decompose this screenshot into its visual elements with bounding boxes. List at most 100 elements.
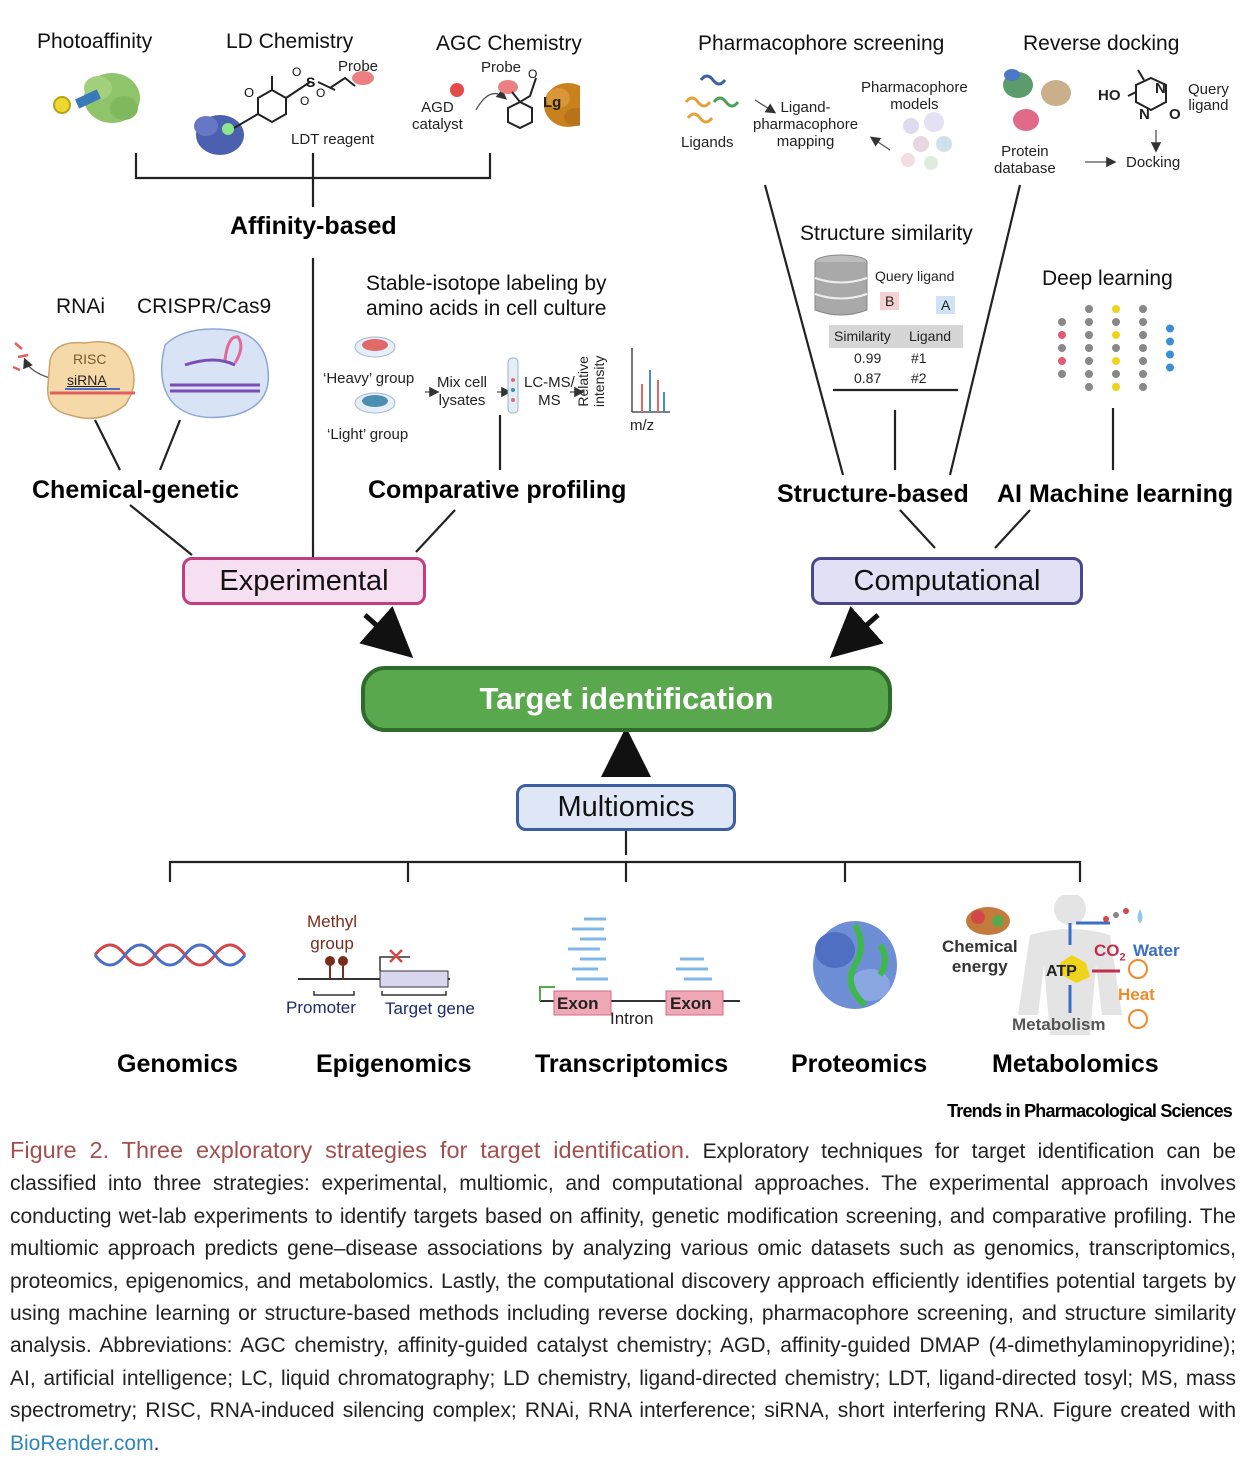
structure-based-label: Structure-based xyxy=(777,480,969,508)
table-cell: #1 xyxy=(911,350,927,366)
risc-label: RISC xyxy=(73,351,107,367)
network-node xyxy=(1139,357,1147,365)
metabolism-label: Metabolism xyxy=(1012,1015,1106,1034)
network-node xyxy=(1139,318,1147,326)
agc-chemistry-label: AGC Chemistry xyxy=(436,32,582,55)
ai-machine-learning-label: AI Machine learning xyxy=(997,480,1234,508)
agd-catalyst-label: AGD catalyst xyxy=(412,99,463,133)
dna-helix-icon xyxy=(93,943,247,967)
photoaffinity-protein-icon xyxy=(53,73,140,123)
network-node xyxy=(1112,331,1120,339)
metabolomics-label: Metabolomics xyxy=(992,1050,1159,1078)
chemical-genetic-illustrations xyxy=(12,328,270,420)
silac-illustration xyxy=(354,336,670,414)
epigenome-icon xyxy=(298,949,450,996)
ld-probe-label: Probe xyxy=(338,58,379,75)
a-label: A xyxy=(936,296,956,314)
network-node xyxy=(1139,344,1147,352)
neural-network-icon xyxy=(1058,305,1174,391)
proteomics-label: Proteomics xyxy=(791,1050,928,1078)
query-ligand-label: Query ligand xyxy=(875,268,955,284)
computational-top-illustrations xyxy=(684,69,1167,170)
network-node xyxy=(1058,357,1066,365)
network-node xyxy=(1166,324,1174,333)
chemical-energy-label: Chemical energy xyxy=(942,937,1018,976)
sirna-label: siRNA xyxy=(67,372,107,388)
ligand-mapping-label: Ligand- pharmacophore mapping xyxy=(753,99,859,150)
affinity-illustrations: O S O O O O xyxy=(53,65,580,155)
co2-label: CO2 xyxy=(1094,941,1126,964)
deep-learning-label: Deep learning xyxy=(1042,267,1173,290)
heat-label: Heat xyxy=(1118,985,1155,1004)
ld-chemistry-label: LD Chemistry xyxy=(226,30,354,53)
biorender-link[interactable]: BioRender.com xyxy=(10,1431,154,1455)
caption-body: Exploratory techniques for target identi… xyxy=(10,1140,1236,1423)
pharmacophore-models-label: Pharmacophore models xyxy=(861,79,968,113)
agc-probe-label: Probe xyxy=(481,59,522,76)
silac-title: Stable-isotope labeling by amino acids i… xyxy=(366,272,607,320)
crispr-cas9-icon xyxy=(160,328,270,419)
protein-database-icon xyxy=(1003,69,1071,131)
lcms-label: LC-MS/ MS xyxy=(524,374,575,409)
n1-label: N xyxy=(1155,80,1166,97)
network-node xyxy=(1058,344,1066,352)
n2-label: N xyxy=(1139,106,1150,123)
network-node xyxy=(1166,337,1174,346)
epigenomics-label: Epigenomics xyxy=(316,1050,472,1078)
network-node xyxy=(1085,383,1093,391)
transcript-icon xyxy=(539,917,740,1016)
network-node xyxy=(1112,357,1120,365)
metabolism-body-icon xyxy=(966,895,1148,1035)
network-node xyxy=(1166,350,1174,359)
network-node xyxy=(1058,370,1066,378)
exon1-label: Exon xyxy=(557,994,599,1013)
network-node xyxy=(1085,357,1093,365)
network-node xyxy=(1058,331,1066,339)
ld-chemistry-icon: O S O O O xyxy=(194,65,374,155)
network-node xyxy=(1085,370,1093,378)
o-label: O xyxy=(1169,106,1181,123)
exon2-label: Exon xyxy=(670,994,712,1013)
heavy-group-label: ‘Heavy’ group xyxy=(323,370,415,387)
pharmacophore-screening-label: Pharmacophore screening xyxy=(698,32,945,55)
affinity-based-label: Affinity-based xyxy=(230,212,397,240)
crispr-label: CRISPR/Cas9 xyxy=(137,295,272,318)
table-cell: #2 xyxy=(911,370,927,386)
omics-illustrations xyxy=(93,895,1148,1035)
network-node xyxy=(1139,305,1147,313)
protein-database-label: Protein database xyxy=(994,143,1056,177)
relative-intensity-label: Relative intensity xyxy=(575,355,607,407)
network-node xyxy=(1085,331,1093,339)
network-node xyxy=(1166,363,1174,372)
svg-text:O: O xyxy=(244,85,254,100)
computational-node: Computational xyxy=(811,557,1083,605)
ligands-label: Ligands xyxy=(681,134,734,151)
structure-similarity-label: Structure similarity xyxy=(800,222,973,245)
risc-complex-icon xyxy=(12,341,135,420)
connector-lines xyxy=(23,88,1162,882)
promoter-label: Promoter xyxy=(286,998,356,1017)
network-node xyxy=(1139,370,1147,378)
protein-structure-icon xyxy=(813,921,897,1009)
query-ligand-ring-icon xyxy=(1127,69,1167,112)
figure-caption: Figure 2. Three exploratory strategies f… xyxy=(10,1134,1236,1460)
network-node xyxy=(1085,318,1093,326)
water-label: Water xyxy=(1133,941,1180,960)
ldt-reagent-label: LDT reagent xyxy=(291,131,375,148)
query-ligand-dock-label: Query ligand xyxy=(1188,81,1229,114)
transcriptomics-label: Transcriptomics xyxy=(535,1050,729,1078)
multiomics-node: Multiomics xyxy=(516,784,736,831)
network-node xyxy=(1112,344,1120,352)
photoaffinity-label: Photoaffinity xyxy=(37,30,153,53)
methyl-group-label: Methyl group xyxy=(307,912,358,953)
network-node xyxy=(1058,318,1066,326)
svg-text:O: O xyxy=(300,94,309,108)
agc-chemistry-icon: O xyxy=(450,67,580,130)
network-node xyxy=(1085,344,1093,352)
ho-label: HO xyxy=(1098,87,1121,104)
b-label: B xyxy=(880,292,900,310)
experimental-node: Experimental xyxy=(182,557,426,605)
journal-name: Trends in Pharmacological Sciences xyxy=(947,1101,1233,1121)
database-icon xyxy=(814,254,868,316)
genomics-label: Genomics xyxy=(117,1050,238,1078)
